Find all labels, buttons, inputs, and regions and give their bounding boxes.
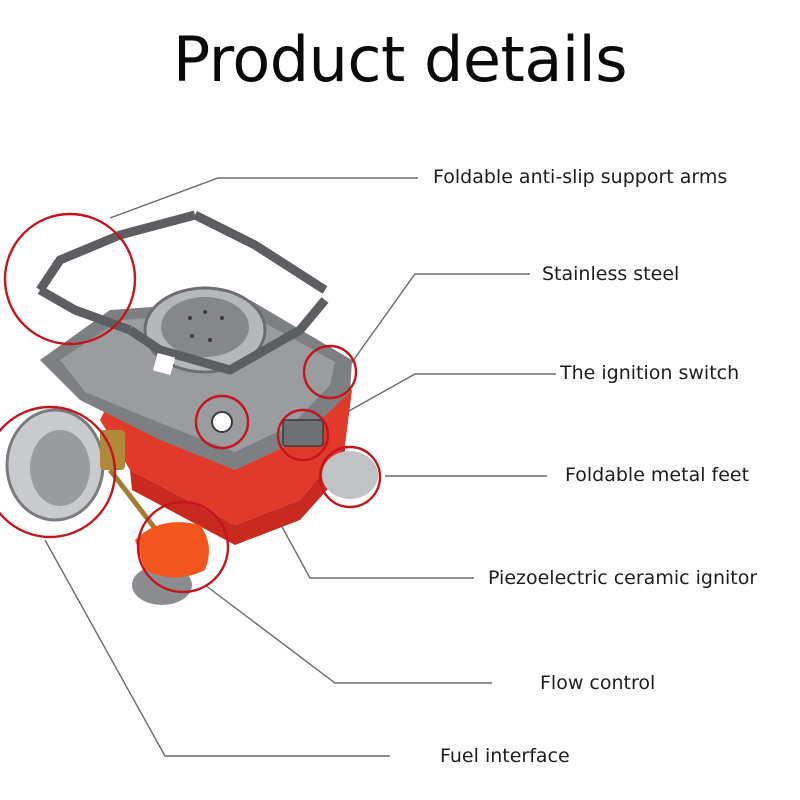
page-title: Product details (172, 23, 628, 96)
callout-circle-ignition-switch (276, 408, 330, 462)
callout-circle-stainless-steel (302, 344, 358, 400)
callout-label-metal-feet: Foldable metal feet (565, 464, 750, 486)
callout-label-fuel-interface: Fuel interface (440, 745, 570, 767)
callout-circle-flow-control (136, 500, 230, 594)
leader-fuel-interface (44, 539, 390, 757)
callout-label-ignition-switch: The ignition switch (560, 362, 740, 384)
callout-circle-fuel-interface (0, 405, 117, 539)
leader-ignition-switch (314, 373, 556, 431)
callout-circle-piezo-ignitor (194, 394, 250, 450)
callout-circle-support-arms (3, 212, 137, 346)
callout-label-stainless-steel: Stainless steel (542, 263, 680, 285)
stove-body (5, 210, 378, 605)
leader-stainless-steel (344, 273, 530, 373)
callout-label-flow-control: Flow control (540, 672, 656, 694)
callout-label-support-arms: Foldable anti-slip support arms (433, 166, 728, 188)
leader-support-arms (109, 177, 418, 219)
callout-circle-metal-feet (318, 445, 382, 509)
callout-circles (0, 212, 382, 594)
callout-label-piezo-ignitor: Piezoelectric ceramic ignitor (488, 567, 758, 589)
leader-flow-control (204, 584, 492, 684)
